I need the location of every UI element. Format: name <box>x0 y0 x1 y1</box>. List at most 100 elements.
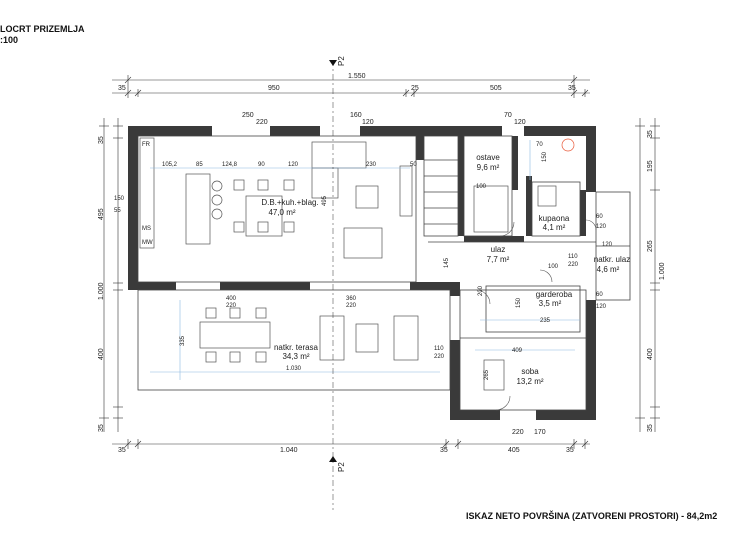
dim-opening-2: 160 <box>350 112 362 119</box>
net-area-summary: ISKAZ NETO POVRŠINA (ZATVORENI PROSTORI)… <box>466 511 718 521</box>
misc-26: 100 <box>548 264 559 270</box>
room-pantry-area: 9,6 m² <box>477 163 500 172</box>
room-covered-entrance-name: natkr. ulaz <box>594 255 630 264</box>
dim-opening-1: 220 <box>256 119 268 126</box>
dim-right-3: 1.000 <box>659 262 666 280</box>
misc-6: 220 <box>568 262 579 268</box>
kitchen-dim-5: 230 <box>366 162 377 168</box>
furniture <box>139 137 575 391</box>
dim-bottom-3: 405 <box>508 447 520 454</box>
misc-18: 200 <box>478 285 484 296</box>
dim-bottom-1: 1.040 <box>280 447 298 454</box>
dim-opening-3: 120 <box>362 119 374 126</box>
room-covered-entrance-area: 4,6 m² <box>597 265 620 274</box>
misc-9: 120 <box>602 242 613 248</box>
room-bedroom-name: soba <box>521 367 539 376</box>
fixture-ms: MS <box>142 226 151 232</box>
misc-7: 60 <box>596 214 603 220</box>
dim-top-total: 1.550 <box>348 73 366 80</box>
misc-24: 120 <box>596 304 607 310</box>
misc-1: 150 <box>114 196 125 202</box>
walls <box>128 126 596 420</box>
dim-opening-bottom-0: 220 <box>512 429 524 436</box>
section-label-top: P2 <box>337 56 346 66</box>
dim-top-4: 35 <box>568 85 576 92</box>
room-terrace-name: natkr. terasa <box>274 343 319 352</box>
dim-top-2: 25 <box>411 85 419 92</box>
kitchen-dim-3: 90 <box>258 162 265 168</box>
interior-lines <box>137 135 631 411</box>
room-wardrobe-name: garderoba <box>536 290 573 299</box>
room-terrace-area: 34,3 m² <box>282 352 309 361</box>
misc-15: 1.030 <box>286 366 302 372</box>
kitchen-dim-2: 124,8 <box>222 162 238 168</box>
misc-16: 110 <box>434 346 444 352</box>
misc-20: 235 <box>540 318 551 324</box>
misc-22: 265 <box>484 369 490 380</box>
section-label-bottom: P2 <box>337 462 346 472</box>
dim-left-3: 400 <box>98 348 105 360</box>
misc-4: 145 <box>444 257 450 268</box>
dim-right-0: 35 <box>647 130 654 138</box>
room-living-name: D.B.+kuh.+blag. <box>261 198 318 207</box>
dimension-lines <box>99 75 660 449</box>
misc-19: 150 <box>516 297 522 308</box>
plan-title: LOCRT PRIZEMLJA :100 <box>0 24 85 46</box>
dim-opening-bottom-1: 170 <box>534 429 546 436</box>
dim-opening-5: 120 <box>514 119 526 126</box>
room-entrance-area: 7,7 m² <box>487 255 510 264</box>
guide-lines <box>150 140 580 380</box>
misc-2: 55 <box>114 208 121 214</box>
room-bathroom-name: kupaona <box>539 214 570 223</box>
misc-21: 409 <box>512 348 523 354</box>
kitchen-dim-0: 105,2 <box>162 162 178 168</box>
misc-12: 360 <box>346 296 357 302</box>
fixture-fr: FR <box>142 142 151 148</box>
dim-right-4: 400 <box>647 348 654 360</box>
dimension-labels: 1.550 35 950 25 505 35 35 1.040 35 405 3… <box>98 73 666 454</box>
section-markers <box>329 60 337 510</box>
misc-dimension-labels: 495 150 55 100 145 110 220 60 120 120 40… <box>114 142 613 380</box>
dim-bottom-4: 35 <box>566 447 574 454</box>
dim-top-0: 35 <box>118 85 126 92</box>
dim-top-3: 505 <box>490 85 502 92</box>
misc-27: 150 <box>542 151 548 162</box>
dim-bottom-2: 35 <box>440 447 448 454</box>
dim-opening-4: 70 <box>504 112 512 119</box>
kitchen-dim-4: 120 <box>288 162 299 168</box>
dim-left-2: 1.000 <box>98 282 105 300</box>
room-pantry-name: ostave <box>476 153 500 162</box>
room-wardrobe-area: 3,5 m² <box>539 299 562 308</box>
kitchen-row-labels: 105,2 85 124,8 90 120 230 50 FR MS MW <box>142 142 417 246</box>
misc-13: 220 <box>346 303 357 309</box>
dim-right-5: 35 <box>647 424 654 432</box>
misc-23: 60 <box>596 292 603 298</box>
misc-11: 220 <box>226 303 237 309</box>
dim-left-0: 35 <box>98 136 105 144</box>
plan-title-line1: LOCRT PRIZEMLJA <box>0 24 85 34</box>
misc-0: 495 <box>322 195 328 206</box>
room-living-area: 47,0 m² <box>268 208 295 217</box>
room-bathroom-area: 4,1 m² <box>543 223 566 232</box>
dim-opening-0: 250 <box>242 112 254 119</box>
door-swings <box>475 219 597 411</box>
room-labels: D.B.+kuh.+blag. 47,0 m² ostave 9,6 m² ku… <box>261 153 630 386</box>
misc-10: 400 <box>226 296 237 302</box>
dim-bottom-0: 35 <box>118 447 126 454</box>
misc-5: 110 <box>568 254 578 260</box>
misc-8: 120 <box>596 224 607 230</box>
dim-top-1: 950 <box>268 85 280 92</box>
dim-left-1: 495 <box>98 208 105 220</box>
misc-17: 220 <box>434 354 445 360</box>
kitchen-dim-1: 85 <box>196 162 203 168</box>
room-bedroom-area: 13,2 m² <box>516 377 543 386</box>
dim-right-2: 265 <box>647 240 654 252</box>
misc-25: 70 <box>536 142 543 148</box>
section-labels: P2 P2 <box>337 56 346 472</box>
misc-3: 100 <box>476 184 487 190</box>
fixture-mw: MW <box>142 240 153 246</box>
kitchen-dim-6: 50 <box>410 162 417 168</box>
misc-14: 335 <box>180 335 186 346</box>
dim-left-4: 35 <box>98 424 105 432</box>
